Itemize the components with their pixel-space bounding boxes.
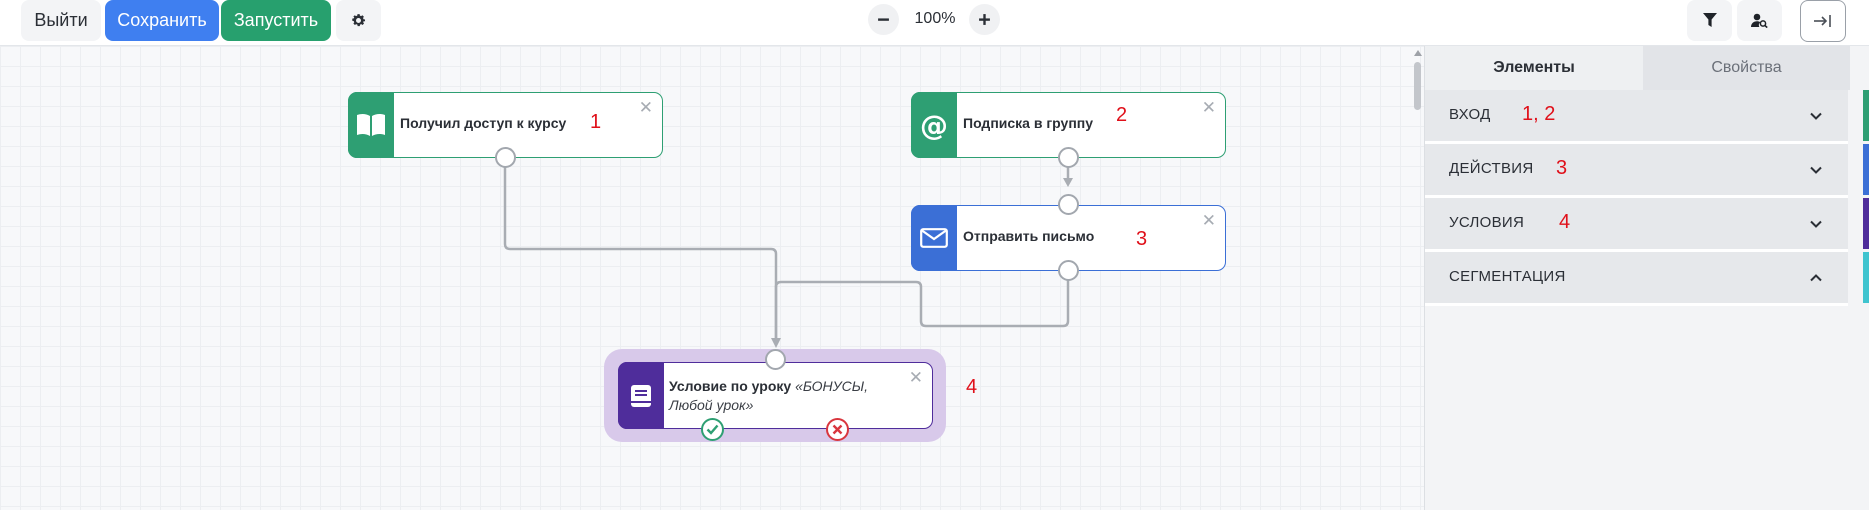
section-actions[interactable]: ДЕЙСТВИЯ 3 xyxy=(1425,144,1869,198)
close-icon[interactable]: ✕ xyxy=(1201,211,1216,230)
output-port[interactable] xyxy=(1058,260,1079,281)
input-port[interactable] xyxy=(765,349,786,370)
section-annotation: 1, 2 xyxy=(1522,103,1556,125)
close-icon[interactable]: ✕ xyxy=(1201,98,1216,117)
chevron-down-icon xyxy=(1810,112,1822,120)
condition-detail: «БОНУСЫ, Любой урок» xyxy=(669,378,869,413)
node-label: Подписка в группу xyxy=(963,115,1094,131)
save-button[interactable]: Сохранить xyxy=(105,0,219,41)
check-icon xyxy=(706,424,719,435)
settings-button[interactable] xyxy=(336,0,381,41)
node-label: Отправить письмо xyxy=(963,228,1095,244)
section-label: ДЕЙСТВИЯ xyxy=(1449,160,1534,177)
lesson-book-icon xyxy=(618,362,664,429)
filter-icon xyxy=(1702,13,1717,27)
annotation-3: 3 xyxy=(1136,228,1148,250)
zoom-level: 100% xyxy=(914,10,956,27)
scroll-thumb[interactable] xyxy=(1414,62,1421,110)
zoom-in-button[interactable] xyxy=(969,4,1000,35)
chevron-down-icon xyxy=(1810,166,1822,174)
annotation-4: 4 xyxy=(966,376,978,398)
arrow-to-right-icon xyxy=(1814,15,1831,27)
gear-icon xyxy=(352,14,366,27)
section-color-stripe xyxy=(1863,144,1869,195)
tab-properties[interactable]: Свойства xyxy=(1643,46,1850,90)
section-label: ВХОД xyxy=(1449,106,1491,123)
book-open-icon xyxy=(348,92,394,158)
section-annotation: 3 xyxy=(1556,157,1568,179)
section-label: СЕГМЕНТАЦИЯ xyxy=(1449,268,1566,285)
section-segmentation[interactable]: СЕГМЕНТАЦИЯ xyxy=(1425,252,1869,306)
plus-icon xyxy=(979,14,990,25)
output-port[interactable] xyxy=(495,147,516,168)
node-lesson-condition[interactable]: Условие по уроку «БОНУСЫ, Любой урок» ✕ xyxy=(618,362,933,429)
panel-tabs: Элементы Свойства xyxy=(1425,46,1869,90)
canvas-scrollbar[interactable] xyxy=(1411,46,1424,510)
run-button[interactable]: Запустить xyxy=(221,0,331,41)
condition-title: Условие по уроку xyxy=(669,378,792,394)
cross-icon xyxy=(832,424,843,435)
annotation-1: 1 xyxy=(590,111,602,133)
section-conditions[interactable]: УСЛОВИЯ 4 xyxy=(1425,198,1869,252)
close-icon[interactable]: ✕ xyxy=(638,98,653,117)
close-icon[interactable]: ✕ xyxy=(908,368,923,387)
connector-lines xyxy=(503,158,1073,348)
top-toolbar: Выйти Сохранить Запустить 100% xyxy=(0,0,1869,46)
zoom-out-button[interactable] xyxy=(868,4,899,35)
tab-elements[interactable]: Элементы xyxy=(1425,46,1643,90)
minus-icon xyxy=(878,18,889,21)
node-course-access[interactable]: Получил доступ к курсу ✕ xyxy=(348,92,663,158)
section-entry[interactable]: ВХОД 1, 2 xyxy=(1425,90,1869,144)
scroll-up-arrow[interactable] xyxy=(1414,50,1422,56)
node-group-subscription[interactable]: @ Подписка в группу ✕ xyxy=(911,92,1226,158)
side-panel: Элементы Свойства ВХОД 1, 2 ДЕЙСТВИЯ 3 У… xyxy=(1424,46,1869,510)
node-label: Получил доступ к курсу xyxy=(400,115,567,131)
input-port[interactable] xyxy=(1058,194,1079,215)
envelope-icon xyxy=(911,205,957,271)
user-search-icon xyxy=(1751,13,1768,28)
section-color-stripe xyxy=(1863,252,1869,303)
annotation-2: 2 xyxy=(1116,104,1128,126)
chevron-down-icon xyxy=(1810,220,1822,228)
condition-false-port[interactable] xyxy=(826,418,849,441)
section-label: УСЛОВИЯ xyxy=(1449,214,1525,231)
condition-true-port[interactable] xyxy=(701,418,724,441)
section-color-stripe xyxy=(1863,90,1869,141)
user-search-button[interactable] xyxy=(1737,0,1782,41)
collapse-panel-button[interactable] xyxy=(1800,0,1846,42)
exit-button[interactable]: Выйти xyxy=(21,0,101,41)
chevron-up-icon xyxy=(1810,274,1822,282)
section-annotation: 4 xyxy=(1559,211,1571,233)
output-port[interactable] xyxy=(1058,147,1079,168)
section-color-stripe xyxy=(1863,198,1869,249)
filter-button[interactable] xyxy=(1687,0,1732,41)
condition-text: Условие по уроку «БОНУСЫ, Любой урок» xyxy=(669,377,899,415)
at-sign-icon: @ xyxy=(911,92,957,158)
